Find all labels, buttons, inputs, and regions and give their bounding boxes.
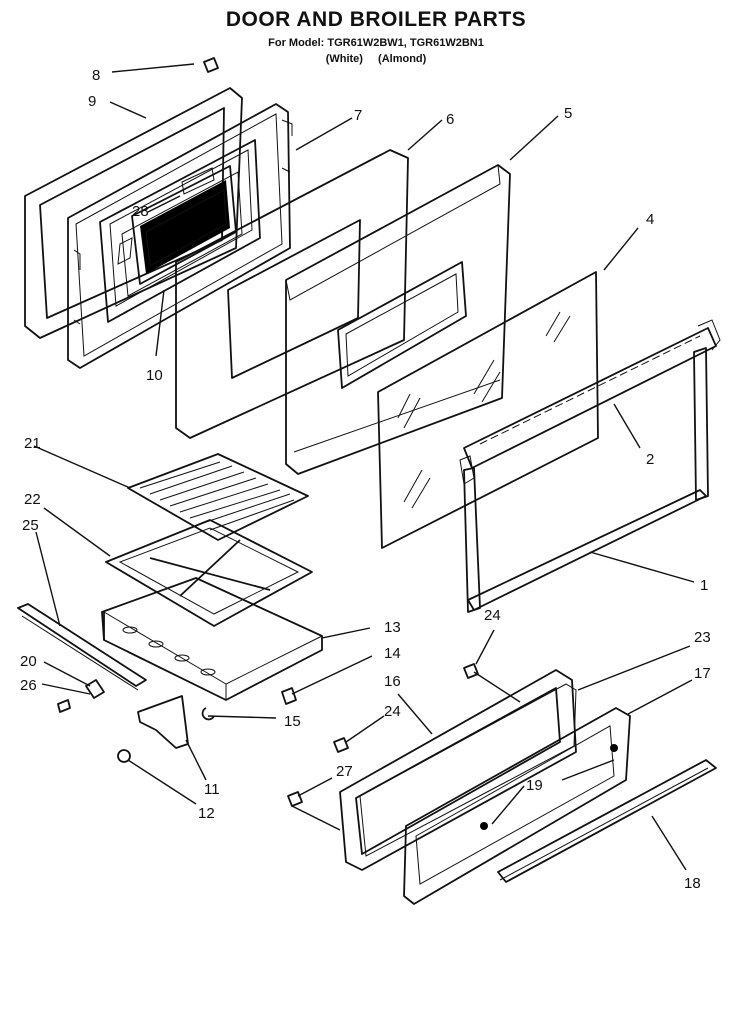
callout-21: 21 bbox=[24, 435, 41, 452]
callout-24-upper: 24 bbox=[484, 607, 501, 624]
part-19-fasteners bbox=[480, 744, 618, 830]
callout-22: 22 bbox=[24, 491, 41, 508]
part-7-inner-door bbox=[67, 103, 293, 369]
variant-white: (White) bbox=[325, 53, 363, 65]
part-24-screw-upper bbox=[463, 663, 479, 679]
callout-8: 8 bbox=[92, 67, 100, 84]
callout-16: 16 bbox=[384, 673, 401, 690]
part-18-handle bbox=[497, 759, 717, 883]
part-4-glass bbox=[377, 271, 599, 549]
callout-10: 10 bbox=[146, 367, 163, 384]
callout-labels: 1 2 4 5 6 7 8 9 10 11 12 13 14 15 16 17 … bbox=[20, 67, 711, 892]
part-17-broiler-outer bbox=[403, 707, 631, 905]
callout-11: 11 bbox=[204, 781, 220, 798]
callout-25: 25 bbox=[22, 517, 39, 534]
part-21-broiler-grid bbox=[127, 453, 309, 541]
callout-19: 19 bbox=[526, 777, 543, 794]
leader-lines bbox=[33, 63, 695, 871]
callout-7: 7 bbox=[354, 107, 362, 124]
part-1-door-frame bbox=[463, 347, 709, 613]
callout-15: 15 bbox=[284, 713, 301, 730]
callout-6: 6 bbox=[446, 111, 454, 128]
part-13-broiler-drawer bbox=[101, 577, 323, 701]
callout-4: 4 bbox=[646, 211, 654, 228]
callout-28: 28 bbox=[132, 203, 149, 220]
part-11-hinge-bracket bbox=[137, 695, 189, 749]
part-28-window-frame bbox=[117, 165, 237, 285]
part-15-ring bbox=[201, 707, 215, 721]
callout-18: 18 bbox=[684, 875, 701, 892]
part-24-screw-lower bbox=[333, 737, 349, 753]
callout-2: 2 bbox=[646, 451, 654, 468]
callout-17: 17 bbox=[694, 665, 711, 682]
callout-9: 9 bbox=[88, 93, 96, 110]
callout-26: 26 bbox=[20, 677, 37, 694]
part-14-clip bbox=[281, 687, 297, 705]
variant-line: (White) (Almond) bbox=[0, 53, 752, 65]
model-line: For Model: TGR61W2BW1, TGR61W2BN1 bbox=[268, 37, 484, 49]
part-20-bracket bbox=[85, 679, 105, 699]
variant-almond: (Almond) bbox=[378, 53, 427, 65]
part-2-vent-frame bbox=[459, 319, 721, 485]
part-12-roller bbox=[117, 749, 131, 763]
part-6-insulation bbox=[175, 149, 409, 439]
callout-1: 1 bbox=[700, 577, 708, 594]
callout-27: 27 bbox=[336, 763, 353, 780]
callout-12: 12 bbox=[198, 805, 215, 822]
callout-23: 23 bbox=[694, 629, 711, 646]
part-25-drawer-strip bbox=[17, 603, 147, 691]
callout-24-lower: 24 bbox=[384, 703, 401, 720]
callout-20: 20 bbox=[20, 653, 37, 670]
diagram-title: DOOR AND BROILER PARTS bbox=[225, 8, 527, 31]
callout-14: 14 bbox=[384, 645, 401, 662]
part-8-screw bbox=[203, 57, 219, 73]
callout-5: 5 bbox=[564, 105, 572, 122]
callout-13: 13 bbox=[384, 619, 401, 636]
part-22-broiler-pan bbox=[105, 519, 313, 627]
part-23-insulation bbox=[359, 683, 577, 857]
part-27-screw bbox=[287, 791, 303, 807]
part-5-outer-door bbox=[285, 164, 511, 475]
part-16-broiler-door bbox=[339, 669, 577, 871]
part-26-screw bbox=[57, 699, 71, 713]
